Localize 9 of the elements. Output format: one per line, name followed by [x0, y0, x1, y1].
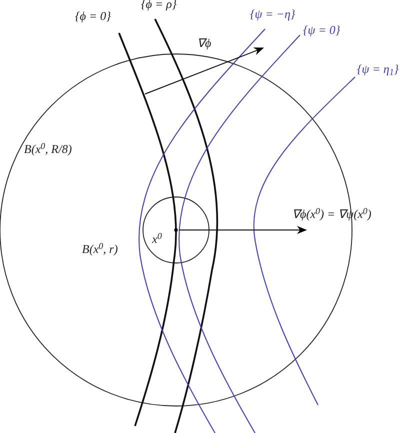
level-set-label: {ψ = 0}	[303, 24, 340, 36]
level-set-label: {ϕ = ρ}	[141, 0, 177, 10]
gradient-label: ∇ϕ	[197, 37, 212, 49]
point-label: x$^{0}$	[152, 233, 162, 245]
level-set-label: {ψ = −η}	[250, 8, 296, 20]
level-set-label: {ϕ = 0}	[75, 10, 111, 22]
ball-label: B(x$^{0}$, r)	[82, 243, 118, 255]
level-set-label: {ψ = η$_{1}$}	[357, 63, 399, 75]
ball-label: B(x$^{0}$, R/8)	[24, 143, 72, 155]
